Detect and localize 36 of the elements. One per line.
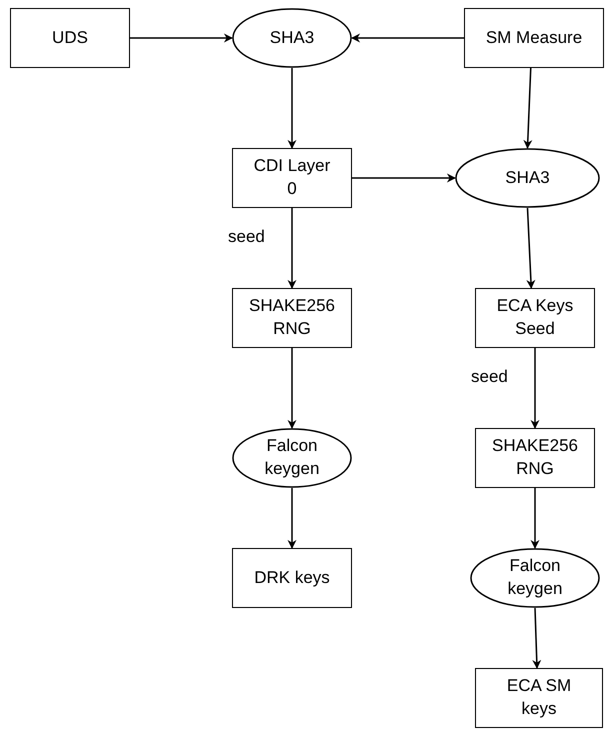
arrow	[523, 68, 532, 149]
arrow	[288, 68, 296, 149]
node-label: ECA Keys Seed	[496, 295, 574, 340]
process-ellipse	[470, 548, 600, 608]
arrow	[532, 608, 542, 669]
process-box	[232, 148, 352, 208]
arrow	[530, 348, 540, 429]
process-box	[475, 428, 595, 488]
process-box	[232, 548, 352, 608]
node-label: SHA3	[270, 26, 314, 49]
node-label: CDI Layer 0	[252, 155, 332, 200]
process-ellipse	[232, 428, 352, 488]
arrow	[288, 488, 296, 549]
node-label: Falcon keygen	[264, 435, 320, 480]
arrow	[352, 174, 456, 182]
arrow	[288, 348, 296, 429]
node-label: SHA3	[505, 166, 550, 189]
node-label: UDS	[52, 26, 88, 49]
node-label: SHAKE256 RNG	[248, 295, 336, 340]
arrow	[351, 34, 464, 42]
node-label: Falcon keygen	[506, 555, 564, 600]
node-label: DRK keys	[254, 566, 330, 589]
process-box	[232, 288, 352, 348]
process-ellipse	[455, 148, 600, 208]
arrow	[288, 208, 296, 289]
process-box	[10, 8, 130, 68]
process-ellipse	[232, 8, 352, 68]
arrow	[530, 488, 540, 549]
arrow	[130, 34, 233, 42]
process-box	[475, 288, 595, 348]
process-box	[475, 668, 603, 728]
process-box	[464, 8, 604, 68]
node-label: SHAKE256 RNG	[491, 435, 579, 480]
node-label: SM Measure	[486, 26, 582, 49]
arrow	[526, 208, 536, 289]
node-label: ECA SM keys	[506, 675, 572, 720]
